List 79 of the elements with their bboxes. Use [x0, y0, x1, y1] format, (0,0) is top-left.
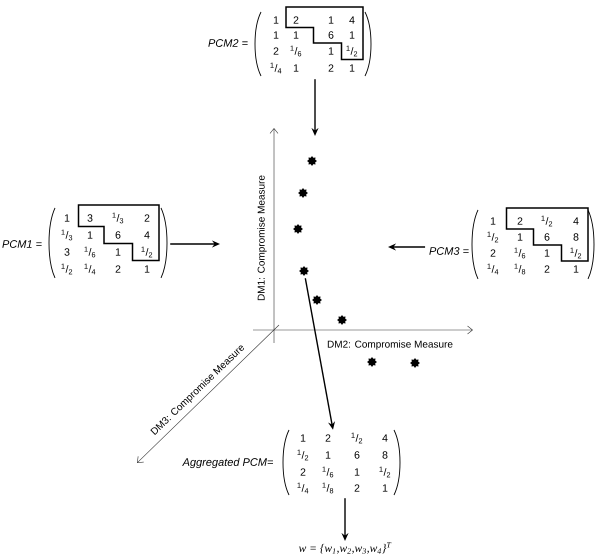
matrix-entry: 2 [328, 64, 334, 72]
matrix-entry: $^{1}$/$_{6}$ [290, 46, 302, 56]
matrix-entry: $^{1}$/$_{4}$ [270, 62, 282, 74]
scatter-point [293, 224, 303, 234]
matrix-entry: $^{1}$/$_{6}$ [514, 248, 526, 258]
matrix-entry: 1 [88, 231, 92, 239]
matrix-entry: 2 [274, 47, 278, 55]
matrix-entry: $^{1}$/$_{2}$ [380, 466, 390, 478]
scatter-point [307, 156, 317, 166]
matrix-entry: 2 [144, 214, 150, 222]
matrix-entry: $^{1}$/$_{3}$ [112, 212, 124, 224]
matrix-entry: $^{1}$/$_{2}$ [62, 264, 72, 274]
matrix-label: PCM3 = [429, 247, 469, 255]
matrix-entry: 3 [64, 248, 70, 256]
matrix-entry: 4 [144, 231, 150, 239]
matrix-entry: 4 [382, 434, 388, 442]
axis-label: DM1: Compromise Measure [257, 175, 267, 300]
matrix-entry: 6 [328, 31, 334, 39]
matrix-entry: 1 [294, 64, 298, 72]
matrix-label: PCM1 = [2, 240, 42, 248]
matrix-entry: $^{1}$/$_{2}$ [298, 450, 308, 460]
scatter-point [410, 358, 420, 368]
matrix-entry: 1 [328, 47, 334, 55]
matrix-entry: $^{1}$/$_{2}$ [488, 232, 498, 242]
matrix-entry: $^{1}$/$_{2}$ [346, 46, 358, 56]
matrix-entry: 8 [574, 233, 578, 241]
matrix-entry: 1 [574, 265, 578, 273]
matrix-entry: $^{1}$/$_{6}$ [322, 466, 334, 478]
scatter-point [312, 295, 322, 305]
matrix-entry: 1 [116, 248, 120, 256]
matrix-entry: 4 [349, 16, 355, 24]
matrix-label: PCM2 = [208, 39, 248, 47]
matrix-entry: $^{1}$/$_{2}$ [542, 216, 552, 226]
matrix-entry: $^{1}$/$_{4}$ [84, 264, 96, 274]
matrix-entry: 1 [518, 233, 522, 241]
matrix-entry: 2 [300, 468, 306, 476]
matrix-entry: 1 [326, 451, 330, 459]
matrix-entry: 2 [294, 16, 298, 24]
matrix-entry: 8 [382, 451, 388, 459]
matrix-entry: $^{1}$/$_{6}$ [84, 246, 96, 258]
scatter-point [298, 188, 308, 198]
matrix-entry: 6 [544, 233, 550, 241]
axis-label: DM2: Compromise Measure [328, 340, 452, 350]
matrix-entry: $^{1}$/$_{8}$ [322, 482, 334, 494]
matrix-entry: 1 [350, 31, 354, 39]
matrix-entry: 6 [116, 231, 120, 239]
matrix-entry: 2 [326, 434, 330, 442]
matrix-entry: 2 [544, 265, 550, 273]
scatter-point [337, 315, 347, 325]
matrix-entry: 1 [350, 64, 354, 72]
matrix-entry: $^{1}$/$_{2}$ [570, 248, 582, 258]
scatter-point [367, 357, 377, 367]
matrix-entry: 2 [354, 484, 360, 492]
matrix-entry: 4 [573, 217, 579, 225]
matrix-entry: $^{1}$/$_{2}$ [142, 246, 152, 258]
formula: w = {w$_{1}$,w$_{2}$,w$_{3}$,w$_{4}$}$^{T}$ [298, 542, 392, 554]
matrix-entry: 2 [518, 217, 522, 225]
matrix-entry: 1 [144, 265, 150, 273]
matrix-entry: 1 [274, 31, 278, 39]
matrix-entry: 1 [274, 16, 278, 24]
matrix-entry: 6 [354, 451, 360, 459]
matrix-entry: $^{1}$/$_{8}$ [514, 264, 526, 274]
matrix-entry: $^{1}$/$_{3}$ [62, 230, 72, 240]
matrix-entry: 1 [328, 16, 334, 24]
matrix-entry: $^{1}$/$_{4}$ [488, 264, 498, 274]
matrix-entry: 1 [294, 31, 298, 39]
matrix-entry: 1 [382, 484, 388, 492]
matrix-entry: 3 [87, 214, 92, 222]
scatter-point [299, 266, 309, 276]
matrix-entry: 1 [544, 249, 550, 257]
matrix-entry: 2 [490, 249, 496, 257]
matrix-entry: 1 [64, 214, 70, 222]
matrix-entry: $^{1}$/$_{4}$ [298, 482, 308, 494]
matrix-entry: 1 [354, 468, 360, 476]
matrix-label: Aggregated PCM= [182, 458, 273, 468]
matrix-entry: $^{1}$/$_{2}$ [352, 432, 362, 444]
matrix-entry: 1 [490, 217, 496, 225]
matrix-entry: 2 [116, 265, 120, 273]
matrix-entry: 1 [300, 434, 306, 442]
